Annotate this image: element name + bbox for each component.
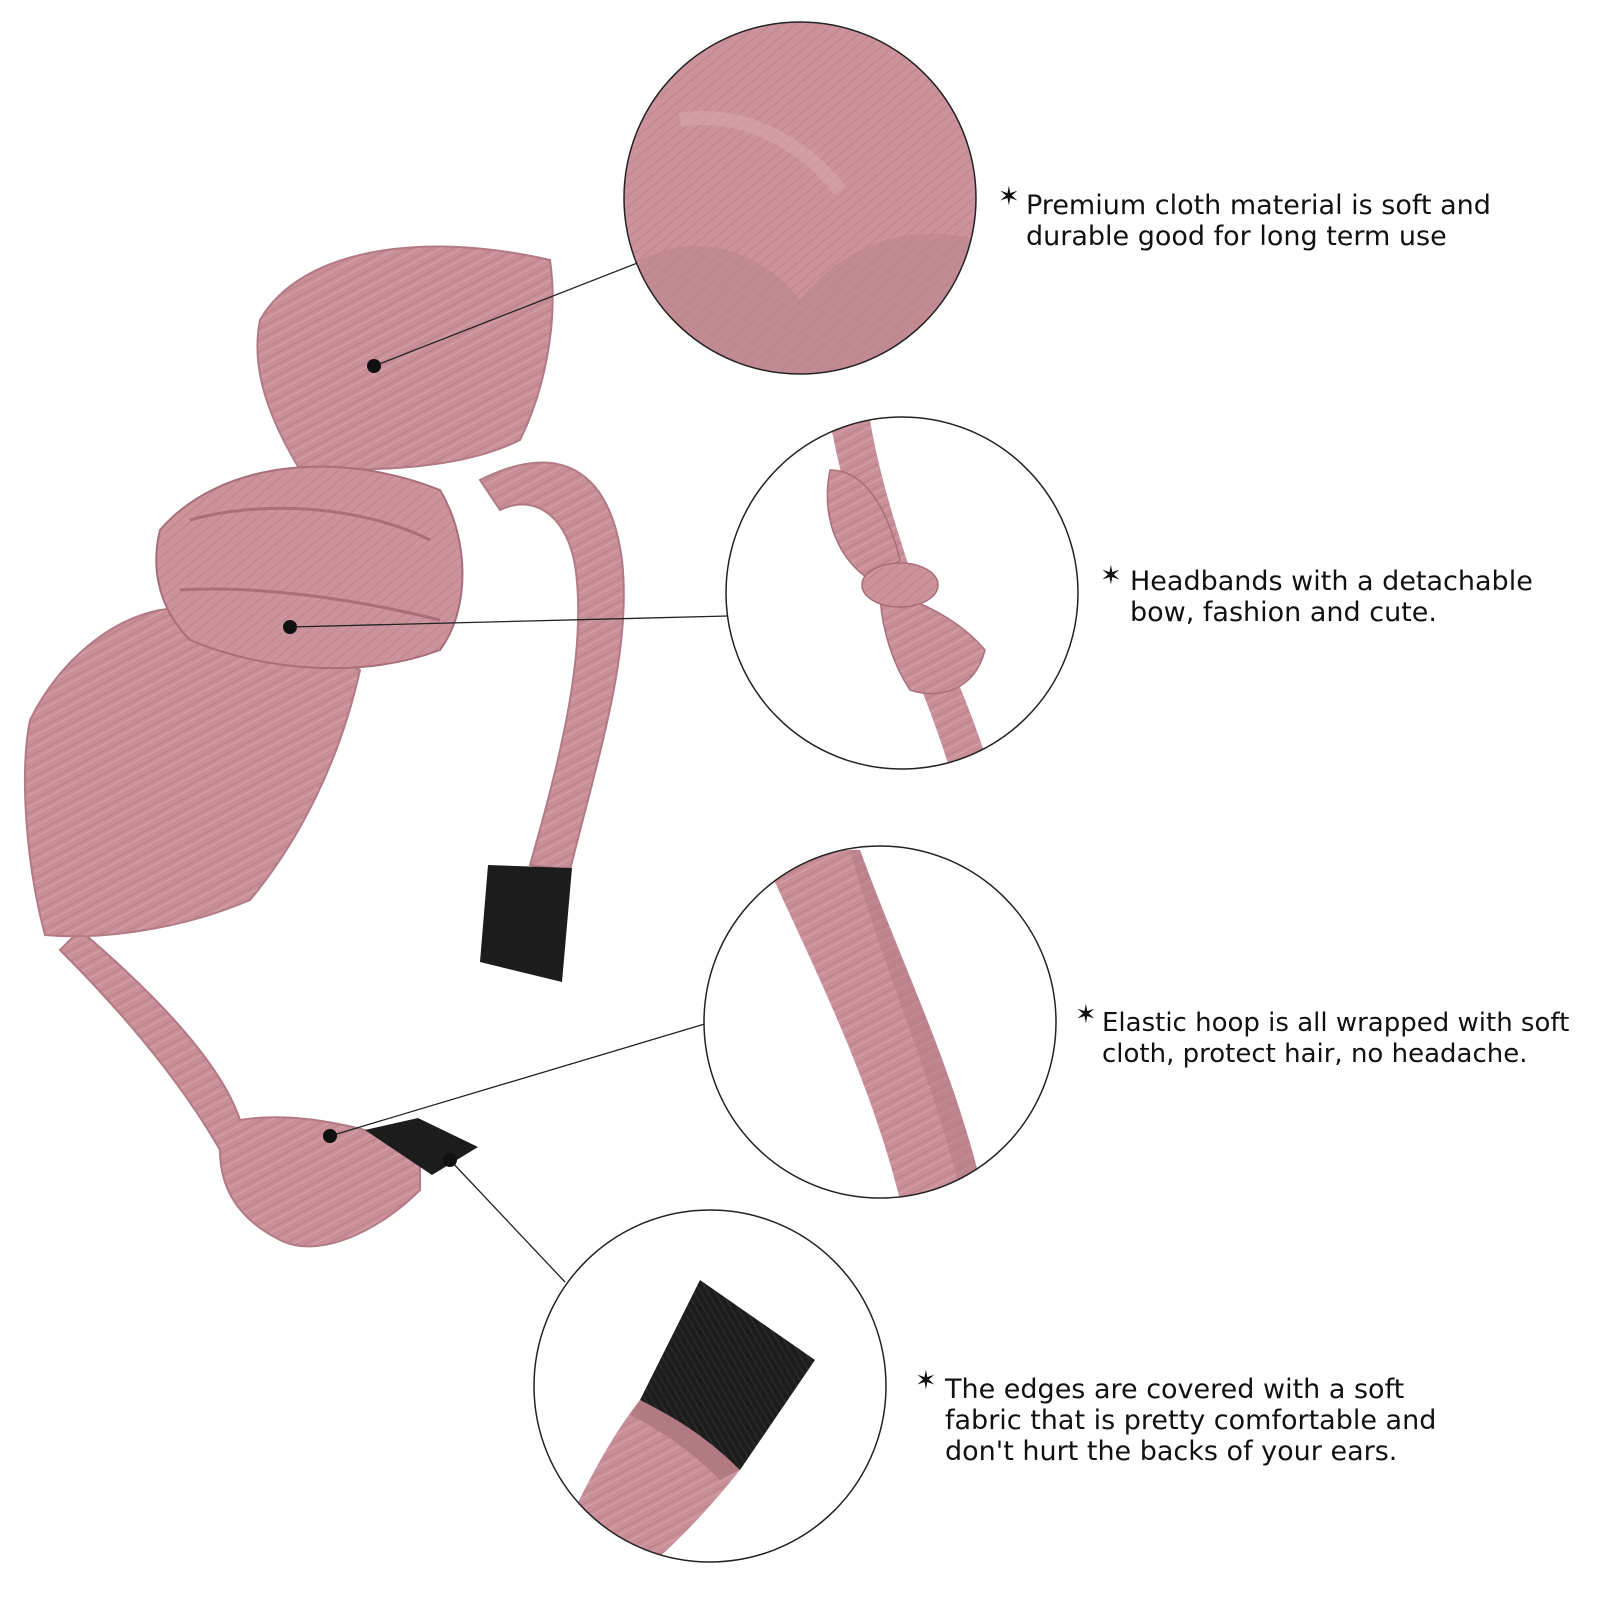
zoom-circle-band — [703, 845, 1057, 1199]
feature-line: Headbands with a detachable — [1130, 566, 1533, 597]
bow — [24, 245, 554, 938]
feature-line: The edges are covered with a soft — [945, 1374, 1405, 1405]
feature-line: fabric that is pretty comfortable and — [945, 1405, 1437, 1436]
feature-line: Elastic hoop is all wrapped with soft — [1102, 1008, 1570, 1038]
feature-line: cloth, protect hair, no headache. — [1102, 1039, 1528, 1069]
callout-dot-1 — [367, 359, 381, 373]
star-icon: ✶ — [998, 182, 1020, 212]
feature-line: Premium cloth material is soft and — [1026, 190, 1491, 221]
feature-line: bow, fashion and cute. — [1130, 597, 1437, 628]
right-tip — [480, 865, 572, 982]
zoom-circle-fabric — [623, 21, 977, 375]
zoom-circle-bow — [725, 416, 1079, 770]
feature-line: durable good for long term use — [1026, 221, 1447, 252]
feature-text-edges: The edges are covered with a soft fabric… — [945, 1374, 1436, 1467]
callout-dot-2 — [283, 620, 297, 634]
callout-dot-4 — [443, 1153, 457, 1167]
star-icon: ✶ — [915, 1366, 937, 1396]
headband-left-arm — [58, 928, 478, 1248]
feature-text-hoop: Elastic hoop is all wrapped with soft cl… — [1102, 1008, 1569, 1070]
feature-text-bow: Headbands with a detachable bow, fashion… — [1130, 566, 1533, 628]
callout-dot-3 — [323, 1129, 337, 1143]
star-icon: ✶ — [1100, 561, 1122, 591]
leader-lines — [289, 261, 729, 1283]
feature-line: don't hurt the backs of your ears. — [945, 1436, 1398, 1467]
headband-right-arm — [478, 461, 625, 982]
zoom-circle-tip — [533, 1209, 887, 1563]
star-icon: ✶ — [1075, 1000, 1097, 1030]
feature-text-material: Premium cloth material is soft and durab… — [1026, 190, 1491, 252]
